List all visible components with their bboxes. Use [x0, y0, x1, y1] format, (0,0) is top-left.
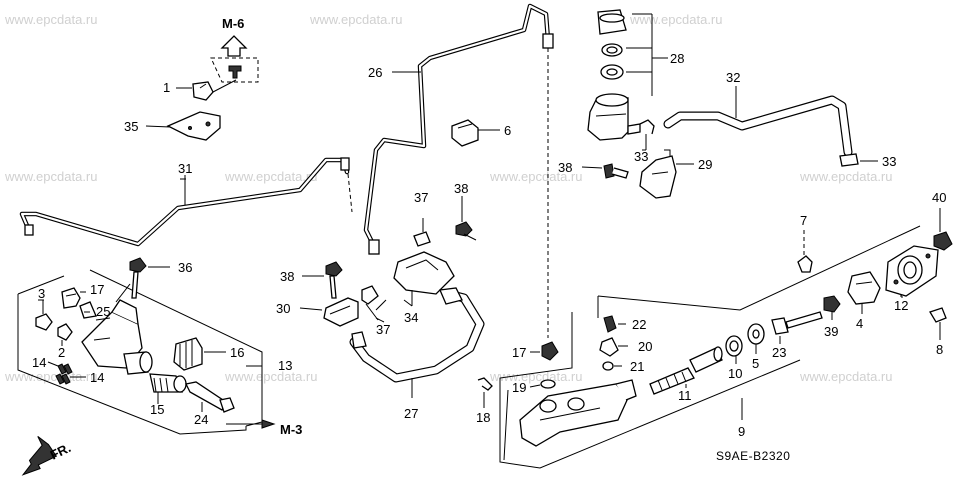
- callout-14a: 14: [32, 355, 46, 370]
- callout-29: 29: [698, 157, 712, 172]
- bolt-36: [129, 257, 170, 299]
- callout-8: 8: [936, 342, 943, 357]
- callout-19: 19: [512, 380, 526, 395]
- callout-7: 7: [800, 213, 807, 228]
- leader-lines: [38, 149, 902, 323]
- reservoir-assembly: [587, 9, 668, 150]
- ref-label-m3: M-3: [280, 422, 302, 437]
- callout-38b: 38: [280, 269, 294, 284]
- callout-32: 32: [726, 70, 740, 85]
- callout-20: 20: [638, 339, 652, 354]
- callout-33a: 33: [634, 149, 648, 164]
- ref-label-m6: M-6: [222, 16, 244, 31]
- diagram-code: S9AE-B2320: [716, 449, 790, 463]
- callout-26: 26: [368, 65, 382, 80]
- watermark: www.epcdata.ru: [4, 12, 98, 27]
- callout-17b: 17: [512, 345, 526, 360]
- callout-14b: 14: [90, 370, 104, 385]
- parts-20-22: [599, 315, 628, 371]
- callout-24: 24: [194, 412, 208, 427]
- front-label: FR.: [48, 440, 73, 463]
- callout-30: 30: [276, 301, 290, 316]
- watermark: www.epcdata.ru: [489, 169, 583, 184]
- callout-33b: 33: [882, 154, 896, 169]
- callout-39: 39: [824, 324, 838, 339]
- reservoir-icon: [587, 97, 629, 141]
- callout-18: 18: [476, 410, 490, 425]
- hose-32: [663, 86, 878, 167]
- clip-icon: [192, 81, 214, 101]
- callout-11: 11: [678, 388, 692, 403]
- bracket-icon: [166, 111, 221, 141]
- bracket-34: [393, 196, 477, 306]
- dashed-frame: [210, 57, 259, 83]
- watermark: www.epcdata.ru: [224, 369, 318, 384]
- callout-27: 27: [404, 406, 418, 421]
- callout-40: 40: [932, 190, 946, 205]
- center-fittings: [477, 341, 559, 408]
- watermark: www.epcdata.ru: [799, 369, 893, 384]
- callout-labels: 1 2 3 4 5 6 7 8 9 10 11 12 13 14 14 15 1…: [32, 51, 946, 439]
- callout-28: 28: [670, 51, 684, 66]
- pipe-31: [19, 157, 353, 247]
- watermark: www.epcdata.ru: [309, 12, 403, 27]
- callout-17a: 17: [90, 282, 104, 297]
- hose-27: [349, 48, 549, 398]
- callout-10: 10: [728, 366, 742, 381]
- master-cylinder-body: [519, 379, 637, 447]
- watermark: www.epcdata.ru: [489, 369, 583, 384]
- watermark: www.epcdata.ru: [224, 169, 318, 184]
- callout-1: 1: [163, 80, 170, 95]
- part-11-spring: [649, 346, 723, 395]
- callout-21: 21: [630, 359, 644, 374]
- callout-9: 9: [738, 424, 745, 439]
- bolt-icon: [228, 65, 242, 79]
- front-indicator: FR.: [21, 435, 73, 476]
- up-arrow-icon: [220, 35, 248, 57]
- arrow-right-icon: [261, 419, 276, 429]
- callout-2: 2: [58, 345, 65, 360]
- callout-5: 5: [752, 356, 759, 371]
- part-24-rod: [185, 381, 235, 413]
- bracket-29: [581, 149, 694, 199]
- part-16-boot: [173, 337, 226, 371]
- callout-31: 31: [178, 161, 192, 176]
- callout-3: 3: [38, 286, 45, 301]
- callout-4: 4: [856, 316, 863, 331]
- watermarks: www.epcdata.ru www.epcdata.ru www.epcdat…: [4, 12, 893, 384]
- watermark: www.epcdata.ru: [4, 169, 98, 184]
- callout-37a: 37: [414, 190, 428, 205]
- callout-25: 25: [96, 304, 110, 319]
- watermark: www.epcdata.ru: [799, 169, 893, 184]
- watermark: www.epcdata.ru: [4, 369, 98, 384]
- callout-13: 13: [278, 358, 292, 373]
- callout-38a: 38: [454, 181, 468, 196]
- m6-reference: M-6: [210, 16, 259, 83]
- callout-22: 22: [632, 317, 646, 332]
- parts-12-40-8: [885, 208, 953, 340]
- callout-38c: 38: [558, 160, 572, 175]
- callout-23: 23: [772, 345, 786, 360]
- callout-12: 12: [894, 298, 908, 313]
- left-small-parts: [35, 283, 131, 385]
- callout-35: 35: [124, 119, 138, 134]
- callout-6: 6: [504, 123, 511, 138]
- cylinder-body-left: [81, 299, 153, 375]
- front-arrow-icon: [21, 435, 58, 476]
- parts-4-7: [797, 230, 881, 314]
- m3-reference: M-3: [226, 419, 302, 437]
- bracket-30: [299, 261, 379, 327]
- part-1-35-bracket: [145, 79, 237, 141]
- master-cylinder-box: [499, 225, 921, 469]
- callout-16: 16: [230, 345, 244, 360]
- part-15: [149, 373, 187, 404]
- callout-37b: 37: [376, 322, 390, 337]
- callout-34: 34: [404, 310, 418, 325]
- callout-15: 15: [150, 402, 164, 417]
- part-6-clip: [451, 119, 500, 147]
- parts-10-5-23-39: [725, 295, 841, 364]
- callout-36: 36: [178, 260, 192, 275]
